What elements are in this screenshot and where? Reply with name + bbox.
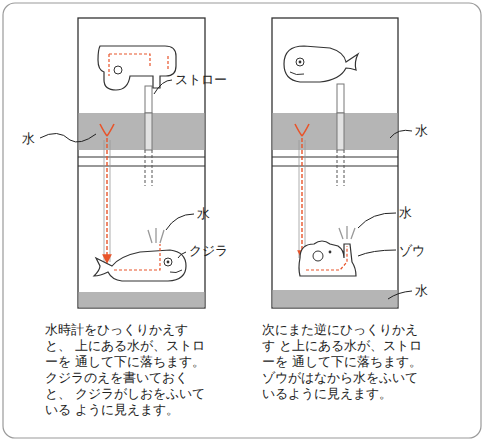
caption-right: 次にまた逆にひっくりかえす と上にある水が、ストローを 通して下に落ちます。 ゾ… [262,322,430,402]
label-water: 水 [415,123,428,139]
leader-lines [40,80,412,299]
label-water: 水 [399,205,412,221]
left-water-clock [78,18,205,308]
label-water: 水 [415,283,428,299]
right-water-clock [272,18,398,308]
label-straw: ストロー [175,72,227,88]
label-whale: クジラ [189,243,228,259]
label-water: 水 [197,206,210,222]
caption-left: 水時計をひっくりかえすと、 上にある水が、ストローを 通して下に落ちます。 クジ… [45,322,213,418]
label-elephant: ゾウ [399,243,425,259]
outer-frame [3,3,481,438]
label-water: 水 [22,131,35,147]
